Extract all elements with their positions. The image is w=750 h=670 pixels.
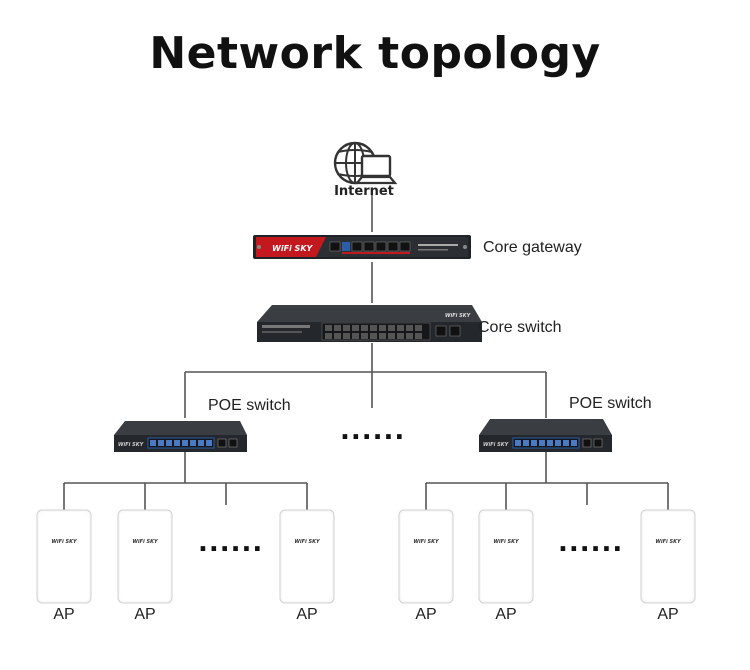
poe-switch-right-label: POE switch (569, 395, 652, 412)
svg-text:WiFi SKY: WiFi SKY (445, 313, 472, 319)
ellipsis-middle: ...... (340, 416, 406, 446)
internet-label: Internet (334, 184, 394, 199)
core-switch-label: Core switch (478, 319, 562, 336)
ap-label-5: AP (495, 606, 517, 623)
svg-text:WiFi SKY: WiFi SKY (272, 244, 314, 253)
svg-text:WiFi SKY: WiFi SKY (483, 442, 510, 448)
core-switch-device: WiFi SKY (257, 305, 482, 342)
access-point-2: WiFi SKY (117, 509, 173, 604)
poe-switch-left-device: WiFi SKY (114, 421, 247, 452)
ap-label-2: AP (134, 606, 156, 623)
ap-label-6: AP (657, 606, 679, 623)
access-point-1: WiFi SKY (36, 509, 92, 604)
ellipsis-right-aps: ...... (558, 528, 624, 558)
internet-icon (333, 141, 398, 185)
page-title: Network topology (149, 28, 601, 79)
ap-label-4: AP (415, 606, 437, 623)
access-point-5: WiFi SKY (478, 509, 534, 604)
ap-label-1: AP (53, 606, 75, 623)
svg-text:WiFi SKY: WiFi SKY (132, 539, 159, 545)
svg-text:WiFi SKY: WiFi SKY (413, 539, 440, 545)
core-gateway-label: Core gateway (483, 239, 582, 256)
core-gateway-device: WiFi SKY (253, 235, 471, 259)
svg-text:WiFi SKY: WiFi SKY (294, 539, 321, 545)
access-point-3: WiFi SKY (279, 509, 335, 604)
poe-switch-right-device: WiFi SKY (479, 419, 612, 452)
access-point-4: WiFi SKY (398, 509, 454, 604)
ellipsis-left-aps: ...... (198, 528, 264, 558)
svg-text:WiFi SKY: WiFi SKY (493, 539, 520, 545)
connection-lines (63, 190, 669, 510)
svg-text:WiFi SKY: WiFi SKY (118, 442, 145, 448)
svg-text:WiFi SKY: WiFi SKY (51, 539, 78, 545)
ap-label-3: AP (296, 606, 318, 623)
access-point-6: WiFi SKY (640, 509, 696, 604)
poe-switch-left-label: POE switch (208, 397, 291, 414)
svg-text:WiFi SKY: WiFi SKY (655, 539, 682, 545)
